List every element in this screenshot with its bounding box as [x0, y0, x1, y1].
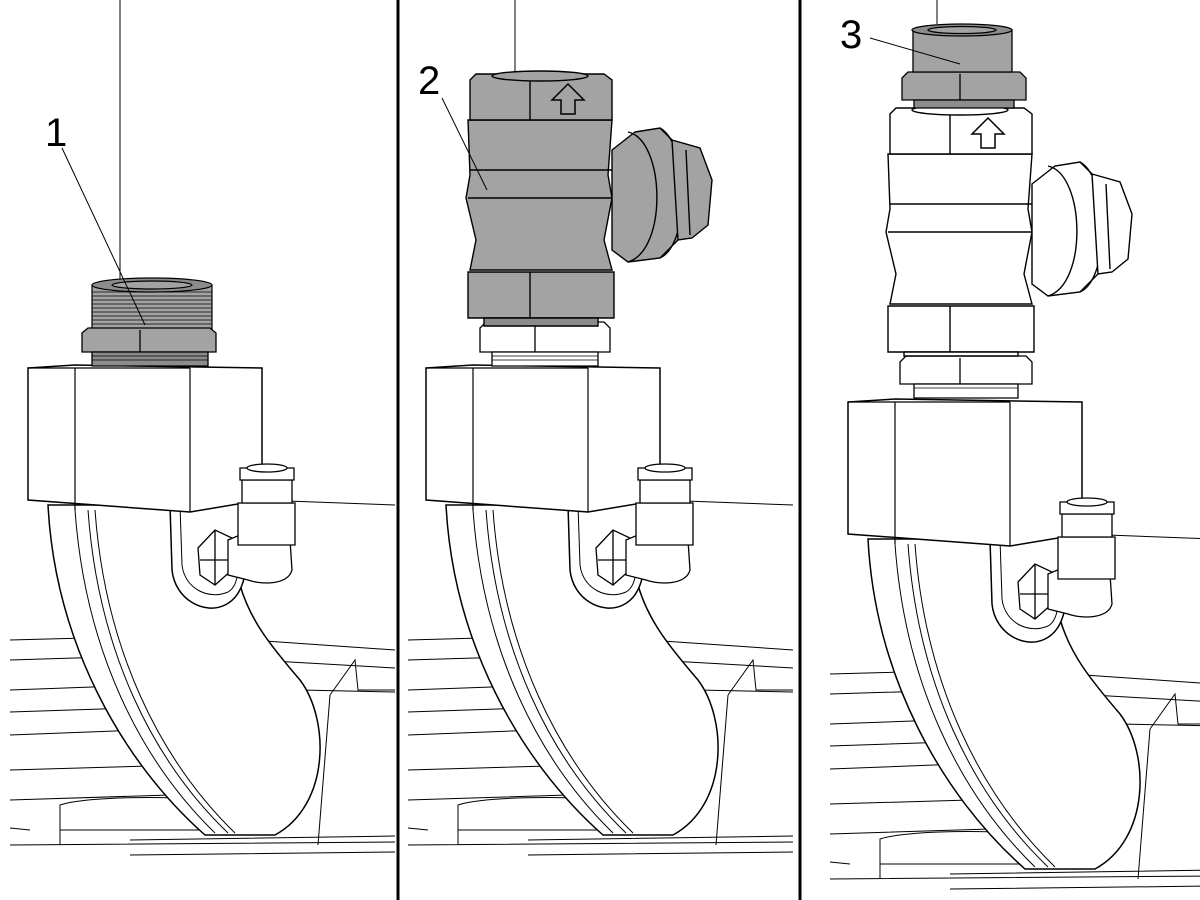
callout-1-leader: [61, 147, 146, 326]
flow-arrow-icon: [970, 116, 1006, 149]
lock-nut: [899, 355, 1033, 399]
callout-1-label: 1: [45, 111, 67, 155]
adapter-cap: [901, 23, 1027, 109]
callout-3-label: 3: [840, 13, 862, 57]
panel-3: 3: [829, 0, 1200, 890]
panel-1: 1: [9, 0, 396, 856]
base-assembly: [407, 364, 794, 856]
valve-body: [885, 104, 1133, 357]
base-assembly: [829, 398, 1200, 890]
base-assembly: [9, 364, 396, 856]
flow-arrow-icon: [550, 82, 586, 115]
callout-2-leader: [441, 97, 488, 191]
valve-body: [465, 70, 713, 327]
lock-nut: [479, 321, 611, 367]
callout-3-leader: [869, 37, 961, 65]
threaded-stub: [91, 277, 213, 331]
callout-2-label: 2: [418, 59, 440, 103]
lock-nut: [81, 327, 217, 367]
panel-2: 2: [407, 0, 794, 856]
